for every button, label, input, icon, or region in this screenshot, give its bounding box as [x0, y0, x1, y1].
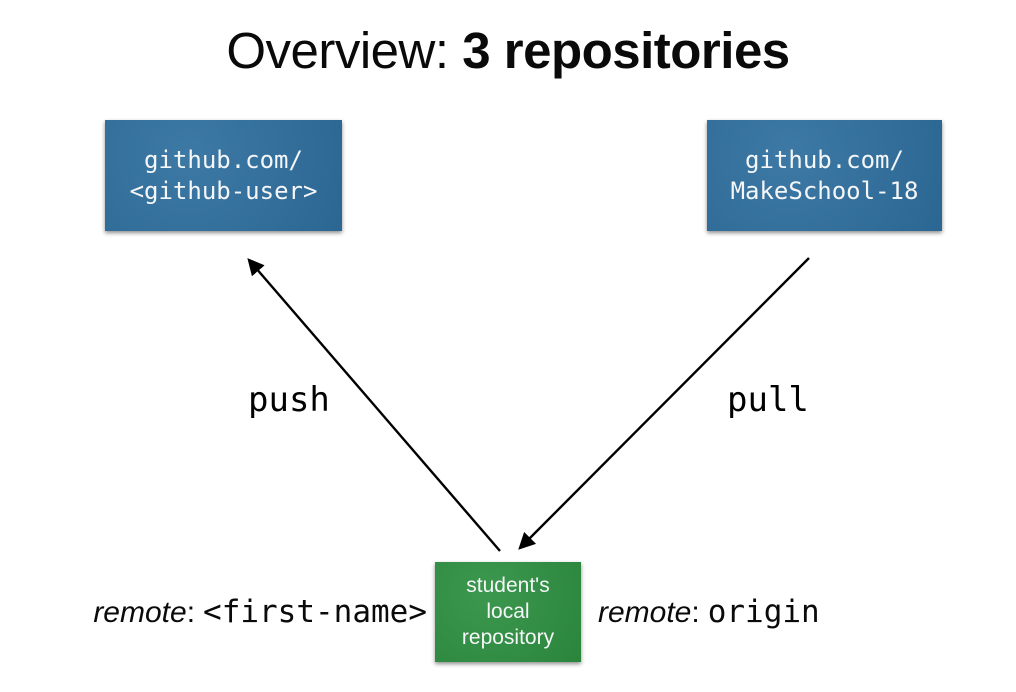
remote-word: remote	[93, 596, 187, 629]
title-prefix: Overview:	[226, 22, 463, 79]
local-repo-line1: student's	[466, 574, 550, 597]
remote-value-origin: origin	[707, 594, 820, 630]
remote-caption-right: remote:origin	[598, 590, 820, 635]
page-title: Overview: 3 repositories	[0, 18, 1016, 84]
repo-box-makeschool: github.com/ MakeSchool-18	[707, 120, 942, 231]
repo-box-github-user: github.com/ <github-user>	[105, 120, 342, 231]
remote-value-first-name: <first-name>	[203, 594, 427, 630]
repo-url-line2: <github-user>	[129, 176, 318, 205]
local-repo-line3: repository	[461, 626, 555, 649]
remote-word: remote	[598, 596, 692, 629]
push-label: push	[248, 380, 330, 420]
remote-caption-left: remote:<first-name>	[30, 590, 427, 635]
pull-label: pull	[727, 380, 809, 420]
local-repo-line2: local	[486, 600, 530, 623]
repo-box-local: student's local repository	[435, 562, 581, 662]
title-bold: 3 repositories	[462, 22, 790, 79]
remote-colon: :	[691, 596, 700, 629]
repo-url-line2: MakeSchool-18	[730, 176, 919, 205]
repo-url-line1: github.com/	[144, 145, 303, 174]
remote-colon: :	[186, 596, 196, 629]
repo-url-line1: github.com/	[745, 145, 904, 174]
